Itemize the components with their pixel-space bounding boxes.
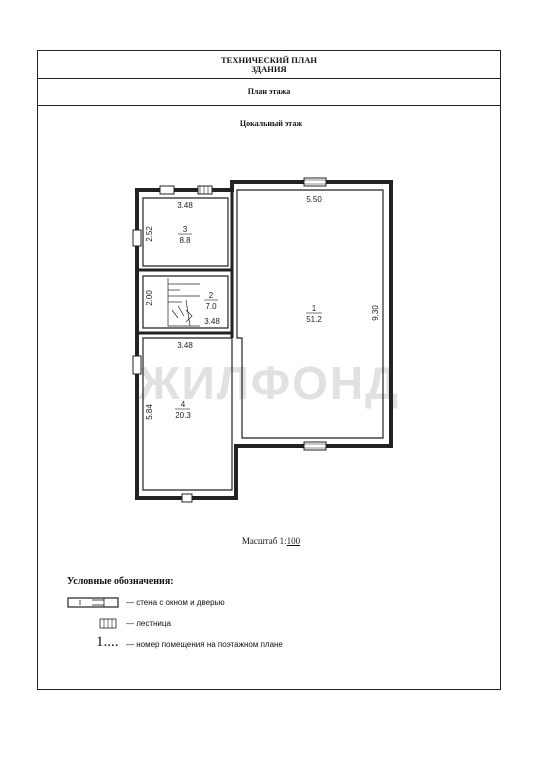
scale-prefix: Масштаб 1:	[241, 536, 287, 546]
floor-title: Цокальный этаж	[239, 119, 303, 128]
window	[132, 229, 142, 247]
outer-wall	[135, 180, 393, 500]
room-3-area: 8.8	[179, 236, 191, 245]
room-4-dim-width: 3.48	[177, 341, 193, 350]
inner-wall-room2	[142, 275, 229, 329]
door	[181, 493, 193, 503]
room-2-number: 2	[209, 291, 214, 300]
plan-sheet: ТЕХНИЧЕСКИЙ ПЛАН ЗДАНИЯ План этажа	[37, 50, 501, 690]
room-1-dim-height: 9.30	[371, 305, 380, 321]
watermark: ЖИЛФОНД	[138, 357, 400, 409]
room-4-number: 4	[181, 400, 186, 409]
room-4-dim-height: 5.84	[145, 404, 154, 420]
room-2-area: 7.0	[205, 302, 217, 311]
inner-wall-room1	[236, 189, 384, 439]
window	[159, 185, 175, 195]
window	[303, 441, 327, 451]
room-2-dim-width: 3.48	[204, 317, 220, 326]
header-subtitle: План этажа	[38, 79, 500, 106]
inner-wall-room3	[142, 197, 229, 267]
room-3-number: 3	[183, 225, 188, 234]
legend-wall-text: — стена с окном и дверью	[126, 598, 225, 607]
header-title-line1: ТЕХНИЧЕСКИЙ ПЛАН	[221, 55, 317, 65]
legend-title: Условные обозначения:	[67, 576, 174, 587]
window	[197, 185, 213, 195]
inner-wall-room4	[142, 337, 233, 491]
room-2-dim-height: 2.00	[145, 290, 154, 306]
window	[303, 177, 327, 187]
room-3-dim-height: 2.52	[145, 226, 154, 242]
scale-label: Масштаб 1:100	[0, 536, 542, 546]
scale-value: 100	[286, 536, 301, 546]
window	[132, 355, 142, 375]
sheet-header: ТЕХНИЧЕСКИЙ ПЛАН ЗДАНИЯ	[38, 51, 500, 79]
room-1-dim-width: 5.50	[306, 195, 322, 204]
wall-window-door-legend-icon	[67, 597, 119, 608]
room-1-area: 51.2	[306, 315, 322, 324]
legend-room-number-text: — номер помещения на поэтажном плане	[126, 640, 283, 649]
room-3-dim-width: 3.48	[177, 201, 193, 210]
room-4-area: 20.3	[175, 411, 191, 420]
header-title-line2: ЗДАНИЯ	[251, 64, 287, 74]
stairs-icon	[167, 278, 200, 327]
room-1-number: 1	[312, 304, 317, 313]
legend-room-number-symbol: 1....	[96, 634, 119, 650]
legend-stairs-text: — лестница	[126, 619, 171, 628]
